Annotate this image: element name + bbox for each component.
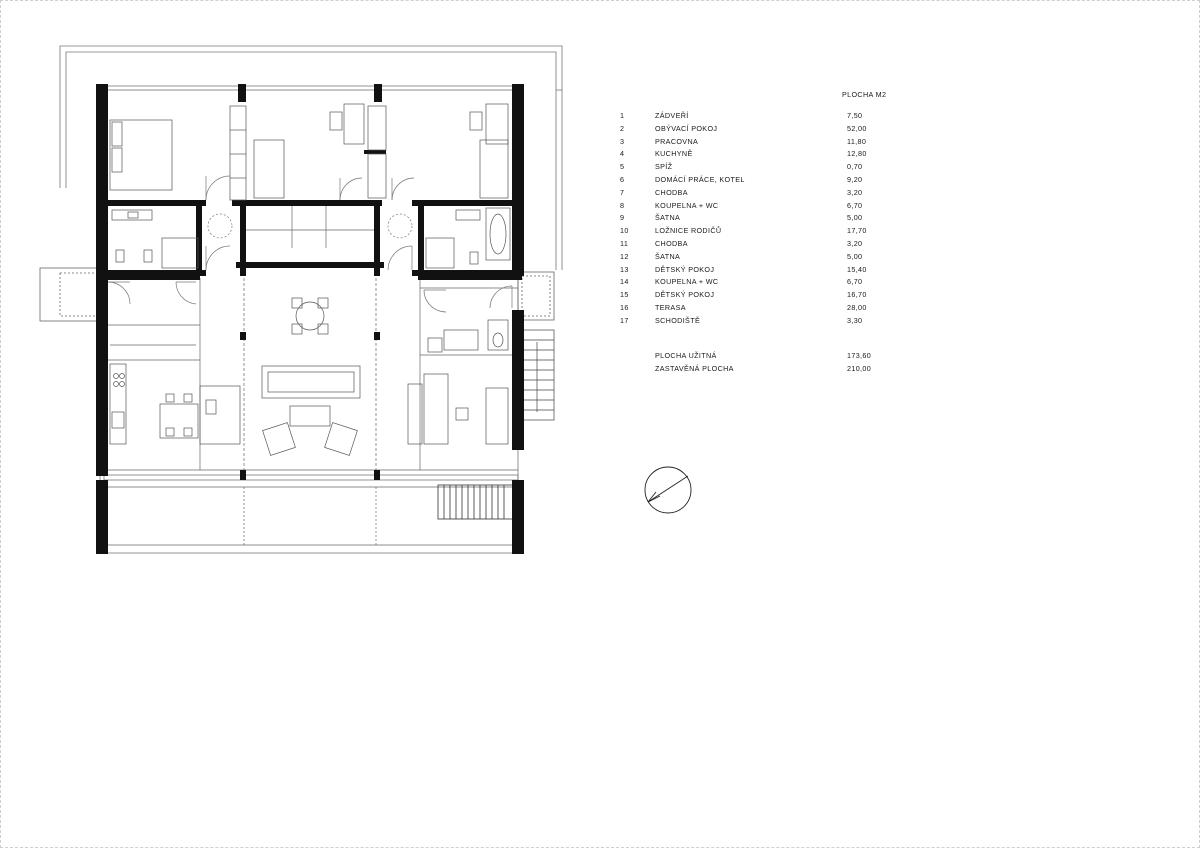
room-name: SCHODIŠTĚ: [655, 315, 701, 325]
room-name: KOUPELNA + WC: [655, 200, 719, 210]
interior-lines: [103, 85, 519, 481]
room-name: ZÁDVEŘÍ: [655, 111, 689, 120]
room-row: 17 SCHODIŠTĚ 3,30: [620, 315, 920, 328]
room-number: 11: [620, 238, 629, 248]
room-area: 16,70: [847, 290, 867, 300]
room-name: DĚTSKÝ POKOJ: [655, 264, 715, 274]
room-row: 5 SPÍŽ 0,70: [620, 161, 920, 174]
room-row: 4 KUCHYNĚ 12,80: [620, 148, 920, 161]
room-area: 3,20: [847, 187, 863, 197]
room-row: 8 KOUPELNA + WC 6,70: [620, 200, 920, 213]
bathroom-fixtures: [111, 207, 511, 353]
walls: [96, 84, 524, 554]
room-area: 15,40: [847, 264, 867, 274]
room-name: ŠATNA: [655, 251, 681, 261]
room-area: 9,20: [847, 174, 863, 184]
room-area: 5,00: [847, 213, 863, 223]
roof-outline: [59, 45, 563, 270]
room-row: 3 PRACOVNA 11,80: [620, 136, 920, 149]
room-name: LOŽNICE RODIČŮ: [655, 226, 722, 236]
total-name: ZASTAVĚNÁ PLOCHA: [655, 363, 734, 373]
room-name: OBÝVACÍ POKOJ: [655, 123, 718, 133]
terrace-stairs: [437, 484, 515, 520]
room-name: DOMÁCÍ PRÁCE, KOTEL: [655, 174, 745, 184]
room-row: 7 CHODBA 3,20: [620, 187, 920, 200]
room-number: 15: [620, 290, 629, 300]
room-row: 10 LOŽNICE RODIČŮ 17,70: [620, 225, 920, 238]
living-furniture: [109, 297, 509, 456]
room-name: KOUPELNA + WC: [655, 277, 719, 287]
room-number: 16: [620, 302, 629, 312]
room-number: 5: [620, 162, 625, 172]
entrance-porch: [39, 267, 101, 322]
room-number: 12: [620, 251, 629, 261]
room-number: 7: [620, 187, 625, 197]
room-number: 1: [620, 111, 625, 120]
room-area: 7,50: [847, 111, 863, 120]
room-area: 17,70: [847, 226, 867, 236]
room-number: 14: [620, 277, 629, 287]
room-row: 1 ZÁDVEŘÍ 7,50: [620, 110, 920, 123]
exterior-stairs: [519, 329, 555, 421]
room-row: 2 OBÝVACÍ POKOJ 52,00: [620, 123, 920, 136]
room-name: SPÍŽ: [655, 162, 673, 172]
room-number: 9: [620, 213, 625, 223]
room-area: 3,30: [847, 315, 863, 325]
room-row: 11 CHODBA 3,20: [620, 238, 920, 251]
room-number: 4: [620, 149, 625, 159]
total-area: 173,60: [847, 351, 872, 360]
north-arrow-icon: [644, 466, 692, 514]
room-number: 2: [620, 123, 625, 133]
room-area: 52,00: [847, 123, 867, 133]
total-area: 210,00: [847, 363, 872, 373]
total-name: PLOCHA UŽITNÁ: [655, 351, 717, 360]
legend-header: PLOCHA M2: [842, 90, 887, 99]
total-row: PLOCHA UŽITNÁ 173,60: [620, 350, 920, 363]
room-name: PRACOVNA: [655, 136, 699, 146]
room-area: 6,70: [847, 277, 863, 287]
room-number: 10: [620, 226, 629, 236]
room-area: 12,80: [847, 149, 867, 159]
room-name: DĚTSKÝ POKOJ: [655, 290, 715, 300]
total-row: ZASTAVĚNÁ PLOCHA 210,00: [620, 363, 920, 376]
room-row: 15 DĚTSKÝ POKOJ 16,70: [620, 289, 920, 302]
room-row: 16 TERASA 28,00: [620, 302, 920, 315]
area-totals: PLOCHA UŽITNÁ 173,60 ZASTAVĚNÁ PLOCHA 210,…: [620, 350, 920, 376]
room-number: 17: [620, 315, 629, 325]
room-area: 5,00: [847, 251, 863, 261]
room-number: 13: [620, 264, 629, 274]
bedroom-furniture: [109, 103, 509, 201]
room-row: 9 ŠATNA 5,00: [620, 212, 920, 225]
room-area: 6,70: [847, 200, 863, 210]
room-number: 6: [620, 174, 625, 184]
room-row: 13 DĚTSKÝ POKOJ 15,40: [620, 264, 920, 277]
room-list: 1 ZÁDVEŘÍ 7,50 2 OBÝVACÍ POKOJ 52,00 3 PRACOV…: [620, 110, 920, 328]
room-area: 3,20: [847, 238, 863, 248]
room-row: 14 KOUPELNA + WC 6,70: [620, 276, 920, 289]
room-name: ŠATNA: [655, 213, 681, 223]
room-name: TERASA: [655, 302, 686, 312]
room-area: 0,70: [847, 162, 863, 172]
door-swings: [107, 175, 513, 313]
terrace: [99, 474, 519, 554]
room-number: 3: [620, 136, 625, 146]
room-number: 8: [620, 200, 625, 210]
room-name: KUCHYNĚ: [655, 149, 693, 159]
room-row: 12 ŠATNA 5,00: [620, 251, 920, 264]
room-name: CHODBA: [655, 238, 688, 248]
room-area: 11,80: [847, 136, 867, 146]
room-area: 28,00: [847, 302, 867, 312]
room-row: 6 DOMÁCÍ PRÁCE, KOTEL 9,20: [620, 174, 920, 187]
room-name: CHODBA: [655, 187, 688, 197]
